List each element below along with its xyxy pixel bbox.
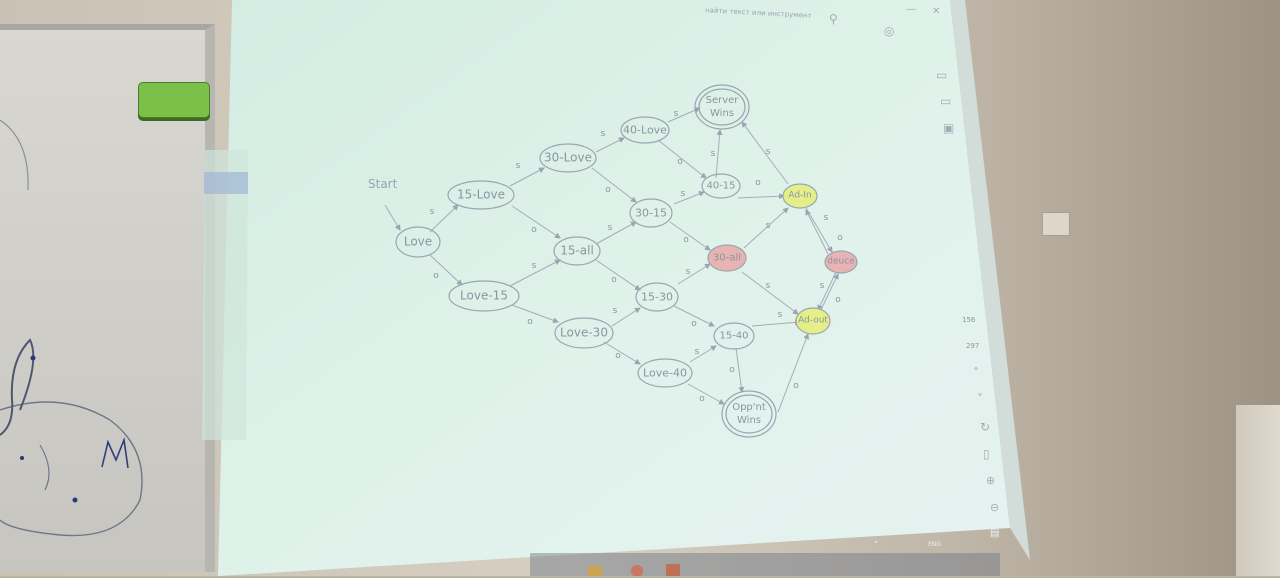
edge-label: o bbox=[835, 295, 841, 305]
edge-label: s bbox=[531, 261, 537, 271]
share-icon[interactable]: ▭ bbox=[940, 94, 952, 108]
edge-label: s bbox=[600, 129, 606, 139]
edge-label: s bbox=[685, 267, 691, 277]
node-40-15: 40-15 bbox=[706, 180, 736, 192]
edge-label: s bbox=[819, 281, 825, 291]
edge-label: o bbox=[531, 225, 537, 235]
close-icon[interactable]: ✕ bbox=[932, 6, 941, 17]
rotate-icon[interactable]: ↻ bbox=[980, 420, 991, 434]
comment-icon[interactable]: ▭ bbox=[936, 68, 948, 82]
wall-light-switch bbox=[1042, 212, 1070, 236]
zoom-in-icon[interactable]: ⊕ bbox=[986, 474, 996, 487]
edge-label: s bbox=[823, 213, 829, 223]
node-15-40: 15-40 bbox=[719, 330, 749, 342]
edge-label: o bbox=[677, 157, 683, 167]
node-15-all: 15-all bbox=[560, 243, 594, 258]
edge-label: s bbox=[765, 221, 771, 231]
whiteboard bbox=[0, 24, 215, 572]
taskbar-language: ENG bbox=[928, 541, 941, 548]
edge-label: s bbox=[777, 310, 783, 320]
page-number: 156 bbox=[962, 316, 976, 324]
edge-label: o bbox=[793, 381, 799, 391]
edge-label: s bbox=[765, 281, 771, 291]
node-15-love: 15-Love bbox=[457, 187, 505, 202]
edge-label: o bbox=[729, 365, 735, 375]
node-30-all: 30-all bbox=[712, 252, 742, 264]
edge-label: o bbox=[615, 351, 621, 361]
node-ad-in: Ad-In bbox=[788, 190, 812, 201]
edge-label: o bbox=[691, 319, 697, 329]
projected-taskbar bbox=[530, 553, 1000, 576]
minimize-icon[interactable]: — bbox=[906, 4, 916, 15]
edge-label: s bbox=[673, 109, 679, 119]
node-love-15: Love-15 bbox=[460, 288, 508, 303]
edge-label: o bbox=[683, 235, 689, 245]
diagram-nodes bbox=[395, 84, 858, 438]
copy-icon[interactable]: ▣ bbox=[943, 121, 955, 135]
node-love-30: Love-30 bbox=[560, 325, 608, 340]
node-15-30: 15-30 bbox=[641, 290, 673, 304]
node-love-40: Love-40 bbox=[643, 366, 687, 380]
node-30-15: 30-15 bbox=[635, 206, 667, 220]
page-total: 297 bbox=[966, 342, 980, 350]
node-server-wins: Server Wins bbox=[705, 95, 739, 119]
edge-label: o bbox=[755, 178, 761, 188]
node-ad-out: Ad-out bbox=[798, 315, 828, 326]
start-label: Start bbox=[368, 177, 398, 191]
node-deuce: deuce bbox=[827, 256, 855, 267]
node-40-love: 40-Love bbox=[623, 123, 667, 137]
edge-label: s bbox=[429, 207, 435, 217]
edge-label: o bbox=[527, 317, 533, 327]
projector-screen-edge bbox=[1236, 405, 1280, 576]
page-icon[interactable]: ▯ bbox=[983, 447, 990, 461]
edge-label: s bbox=[515, 161, 521, 171]
search-icon[interactable]: ⚲ bbox=[829, 12, 838, 26]
tray-chevron-icon[interactable]: ˄ bbox=[874, 541, 879, 551]
whiteboard-scribble bbox=[0, 119, 143, 537]
edge-label: s bbox=[765, 147, 771, 157]
edge-label: s bbox=[694, 347, 700, 357]
projection-area bbox=[218, 0, 1010, 576]
whiteboard-eraser bbox=[138, 82, 210, 118]
globe-icon[interactable]: ◎ bbox=[884, 24, 895, 38]
notification-icon[interactable]: ▤ bbox=[990, 528, 1000, 539]
edge-label: s bbox=[680, 189, 686, 199]
chevron-down-icon[interactable]: ˅ bbox=[977, 392, 983, 406]
node-love: Love bbox=[403, 234, 433, 249]
edge-label: o bbox=[433, 271, 439, 281]
edge-label: s bbox=[612, 306, 618, 316]
edge-label: o bbox=[699, 394, 705, 404]
chevron-up-icon[interactable]: ˄ bbox=[973, 366, 979, 380]
node-oppnt-wins: Opp'nt Wins bbox=[732, 402, 766, 426]
edge-label: o bbox=[611, 275, 617, 285]
edge-label: s bbox=[710, 149, 716, 159]
edge-label: o bbox=[605, 185, 611, 195]
zoom-out-icon[interactable]: ⊖ bbox=[990, 501, 1000, 514]
edge-label: s bbox=[607, 223, 613, 233]
edge-label: o bbox=[837, 233, 843, 243]
node-30-love: 30-Love bbox=[544, 150, 592, 165]
diagram-edges bbox=[384, 107, 839, 413]
